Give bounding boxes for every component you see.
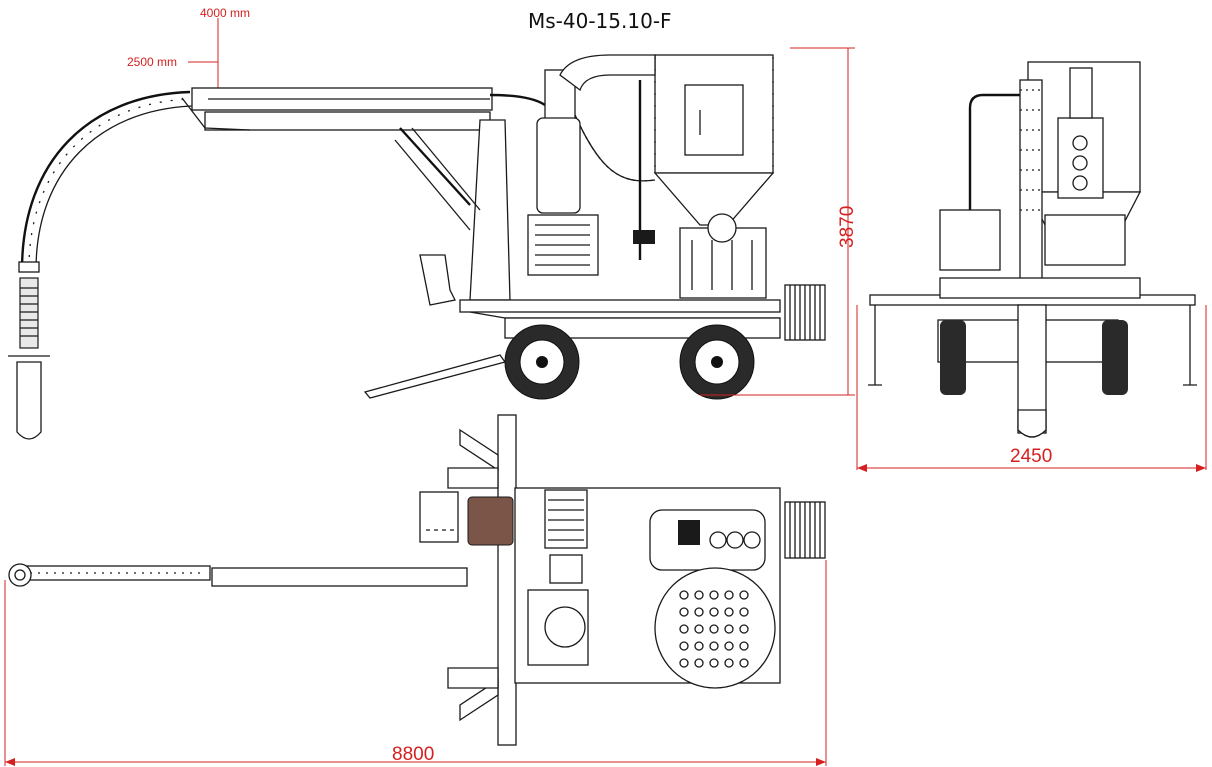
boom-lower bbox=[204, 111, 491, 131]
dim-8800: 8800 bbox=[392, 744, 434, 765]
silencer bbox=[536, 117, 581, 214]
side-view bbox=[8, 54, 826, 440]
drawbar bbox=[363, 354, 507, 399]
front-view bbox=[868, 61, 1197, 438]
chassis-frame bbox=[459, 299, 781, 313]
dim-2450: 2450 bbox=[1010, 446, 1052, 467]
side-wheel-front bbox=[679, 324, 755, 400]
dim-4000mm: 4000 mm bbox=[200, 6, 250, 20]
boom-height-dimensions: 4000 mm 2500 mm bbox=[127, 6, 250, 92]
brown-motor bbox=[467, 496, 514, 546]
inspection-door bbox=[684, 84, 744, 156]
suction-hose-arc bbox=[20, 90, 191, 271]
top-motor bbox=[544, 489, 588, 549]
front-wheel-right bbox=[1102, 320, 1128, 395]
length-dimension: 8800 bbox=[4, 560, 827, 766]
dim-2500mm: 2500 mm bbox=[127, 55, 177, 69]
suction-nozzle bbox=[16, 361, 42, 440]
control-box bbox=[419, 491, 459, 543]
front-wheel-left bbox=[940, 320, 966, 395]
drawing-title: Ms-40-15.10-F bbox=[528, 9, 672, 33]
height-dimension: 3870 bbox=[700, 47, 858, 396]
boom-mast bbox=[469, 119, 511, 301]
filter-top-circle bbox=[654, 567, 776, 689]
front-motor bbox=[939, 209, 1001, 271]
top-view bbox=[8, 414, 826, 746]
side-wheel-rear bbox=[504, 324, 580, 400]
width-dimension: 2450 bbox=[856, 305, 1207, 472]
dim-3870: 3870 bbox=[837, 206, 858, 248]
